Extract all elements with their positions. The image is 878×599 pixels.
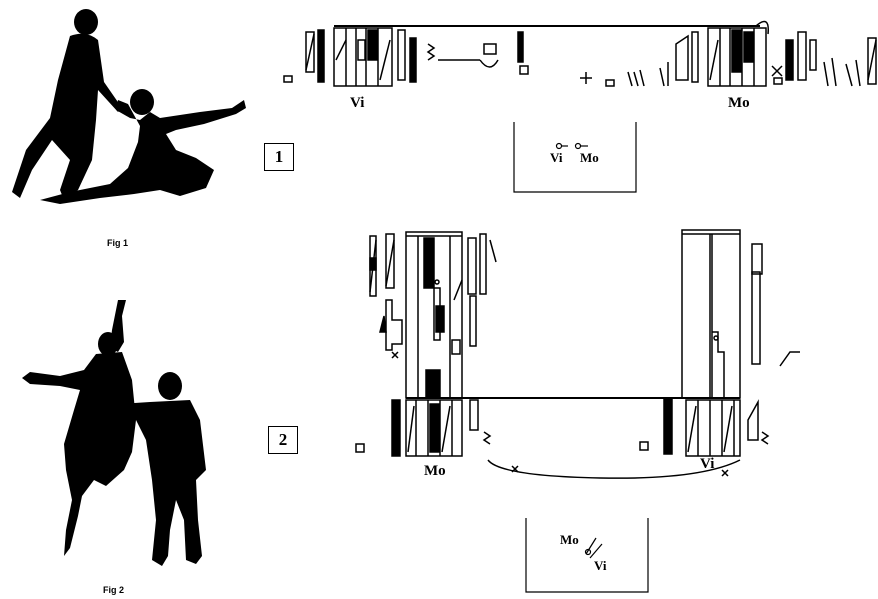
- fig1-score-label-mo: Mo: [728, 95, 750, 111]
- fig2-floor-label-mo: Mo: [560, 532, 579, 547]
- fig2-score-label-mo: Mo: [424, 463, 446, 479]
- fig1-score-label-vi: Vi: [350, 95, 365, 111]
- fig2-score-label-vi: Vi: [700, 456, 715, 472]
- fig1-vi-staff: [333, 27, 393, 87]
- fig1-caption: Fig 1: [107, 238, 129, 248]
- fig1-box-number: 1: [264, 143, 294, 171]
- fig1-mo-staff: [707, 27, 767, 87]
- fig2-caption: Fig 2: [103, 585, 125, 595]
- fig1-floor-label-mo: Mo: [580, 150, 599, 165]
- fig2-vi-column: [681, 229, 741, 399]
- fig2-box-number: 2: [268, 426, 298, 454]
- fig2-path-arc: [487, 459, 741, 479]
- fig1-hook: [755, 20, 769, 35]
- fig2-floor-plan: [525, 518, 649, 593]
- fig1-notation-score: [283, 20, 877, 87]
- fig2-dancers-silhouette: [22, 300, 206, 566]
- fig1-dancers-silhouette: [12, 9, 246, 204]
- fig1-floor-plan: [513, 122, 637, 193]
- fig2-floor-label-vi: Vi: [594, 558, 607, 573]
- fig1-floor-label-vi: Vi: [550, 150, 563, 165]
- fig2-notation-score: [355, 229, 800, 479]
